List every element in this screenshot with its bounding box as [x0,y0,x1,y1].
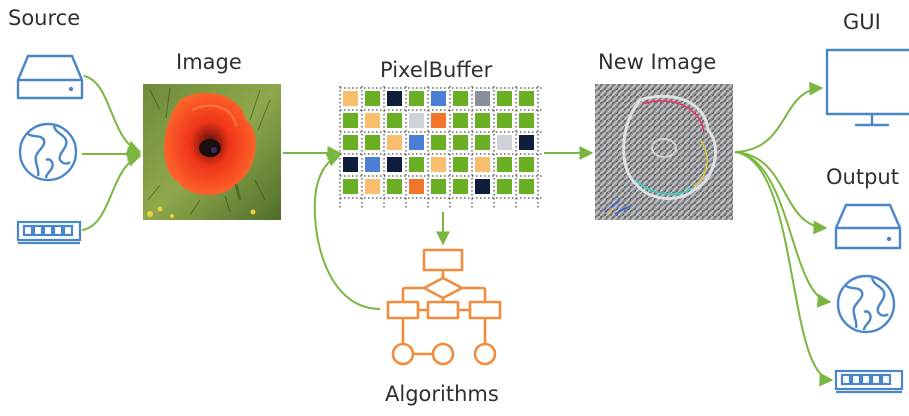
pixel-cell [409,135,424,150]
output-hard-drive-icon [834,203,902,250]
pixel-cell [475,179,490,194]
pixelbuffer-label: PixelBuffer [380,58,493,82]
pixel-cell [431,179,446,194]
pixel-cell [431,113,446,128]
pixel-cell [343,91,358,106]
pixel-cell [475,157,490,172]
pixel-cell [387,91,402,106]
source-hard-drive-icon [16,54,84,100]
pixel-cell [497,179,512,194]
pixel-cell [453,179,468,194]
pixel-cell [453,113,468,128]
pixel-cell [409,157,424,172]
pixel-cell [343,135,358,150]
pixel-cell [519,157,534,172]
pixel-cell [343,179,358,194]
pixel-cell [365,135,380,150]
pixel-cell [365,113,380,128]
source-globe-icon [18,122,78,182]
pixel-cell [387,157,402,172]
output-globe-icon [836,274,896,334]
source-to-image-arrows [81,75,142,231]
algorithms-label: Algorithms [385,382,499,406]
pixel-cell [519,179,534,194]
new-image-thumbnail [595,84,733,220]
gui-label: GUI [843,10,881,34]
output-label: Output [826,165,899,189]
source-label: Source [8,6,81,30]
pixel-cell [453,91,468,106]
new-image-label: New Image [598,50,717,74]
new-image-to-outputs-arrows [734,81,834,387]
pixel-cell [497,113,512,128]
pixel-cell [431,157,446,172]
pixel-cell [365,179,380,194]
image-label: Image [176,50,242,74]
pixel-cell [343,113,358,128]
pixel-cell [497,91,512,106]
output-memory-module-icon [834,369,904,394]
image-thumbnail [143,84,281,220]
pixel-cell [431,135,446,150]
pixel-cell [365,91,380,106]
pixel-cell [343,157,358,172]
pixel-cell [453,135,468,150]
algorithms-to-pixelbuffer-arrow [313,153,381,310]
pixel-cell [497,135,512,150]
pixel-cell [409,91,424,106]
pixel-cell [475,135,490,150]
pixel-cell [519,135,534,150]
pixel-cell [475,91,490,106]
pixel-cell [365,157,380,172]
pixel-cell [431,91,446,106]
algorithms-flowchart-icon [386,248,502,366]
pixel-cell [519,113,534,128]
gui-monitor-icon [825,48,909,127]
pixel-cell [387,135,402,150]
pixelbuffer-grid [339,86,544,208]
pixel-cell [409,179,424,194]
pixel-cell [497,157,512,172]
pixel-cell [475,113,490,128]
pixel-cell [453,157,468,172]
pixel-cell [387,179,402,194]
pixel-cell [409,113,424,128]
pixel-cell [519,91,534,106]
source-memory-module-icon [16,220,82,245]
pixel-cell [387,113,402,128]
